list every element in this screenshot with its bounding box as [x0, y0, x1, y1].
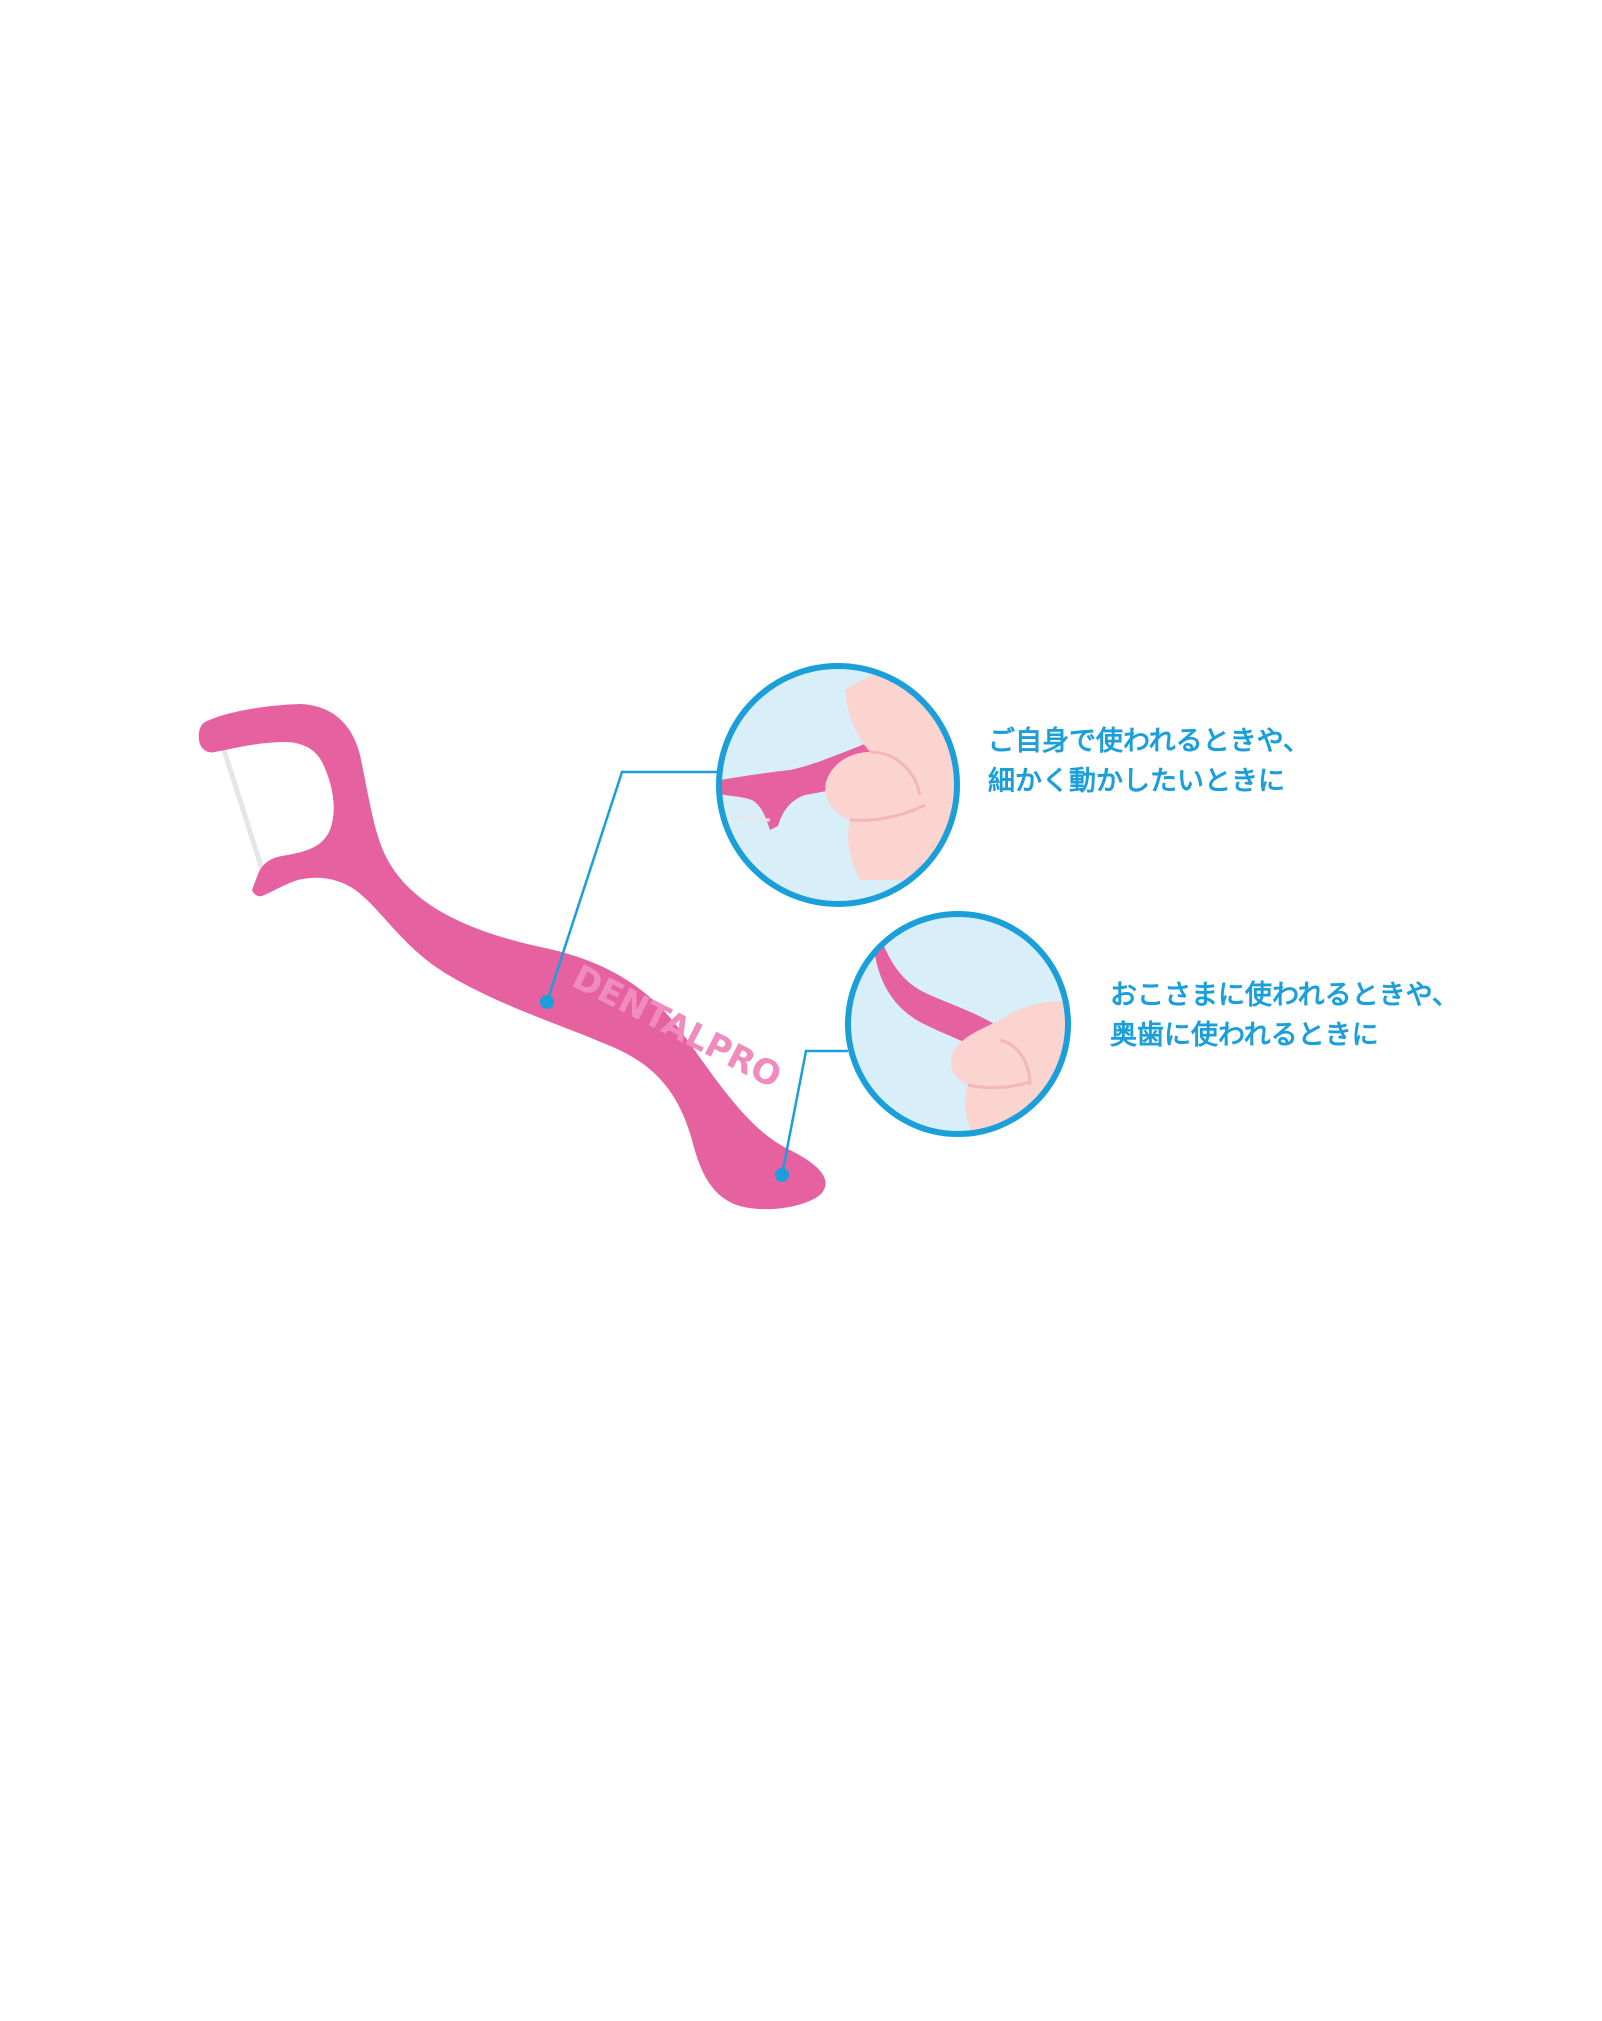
callout-1-hand [825, 669, 957, 880]
callout-2-point-dot [775, 1168, 789, 1182]
callout-2-magnifier [845, 911, 1071, 1137]
callout-1-text: ご自身で使われるときや、 細かく動かしたいときに [988, 722, 1310, 802]
callout-1-magnifier [716, 663, 960, 907]
callout-2-line-2: 奥歯に使われるときに [1110, 1020, 1379, 1051]
pick-handle [198, 704, 826, 1210]
callout-1-line-1: ご自身で使われるときや、 [988, 726, 1310, 757]
callout-2 [775, 911, 1071, 1182]
callout-1-point-dot [540, 995, 554, 1009]
callout-1 [540, 663, 960, 1009]
callout-2-pick-tail [875, 935, 1010, 1060]
callout-2-text: おこさまに使われるときや、 奥歯に使われるときに [1110, 976, 1459, 1056]
callout-1-leader-line [545, 770, 719, 1003]
callout-1-line-2: 細かく動かしたいときに [988, 766, 1285, 797]
callout-2-leader-line [780, 1049, 848, 1176]
callout-2-line-1: おこさまに使われるときや、 [1110, 980, 1459, 1011]
floss-string [221, 747, 271, 891]
